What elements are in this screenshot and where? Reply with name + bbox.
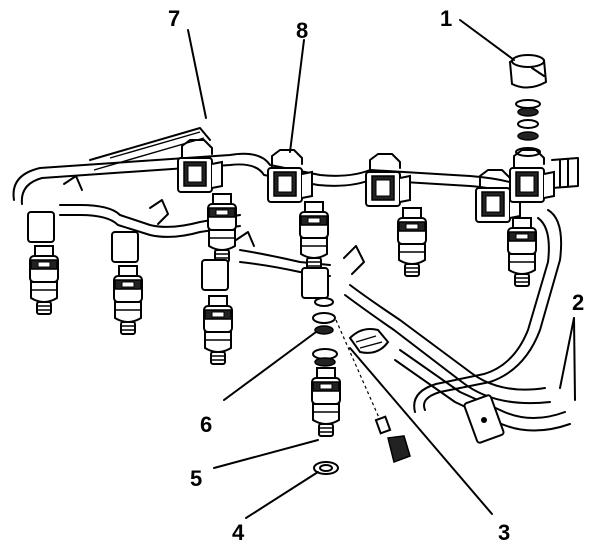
callout-5: 5 — [190, 466, 202, 491]
callout-4: 4 — [232, 520, 245, 545]
lower-injector-brackets — [27, 175, 255, 291]
leader-lines — [187, 19, 576, 519]
fuel-injector-group — [29, 193, 537, 365]
callout-labels: 1 2 3 4 5 6 7 8 — [168, 6, 584, 545]
callout-2: 2 — [572, 290, 584, 315]
callout-1: 1 — [440, 6, 452, 31]
callout-8: 8 — [296, 18, 308, 43]
callout-7: 7 — [168, 6, 180, 31]
exploded-injector-parts — [301, 245, 411, 475]
callout-3: 3 — [498, 520, 510, 545]
fuel-rail — [12, 127, 571, 444]
callout-6: 6 — [200, 412, 212, 437]
pressure-regulator-assembly — [508, 54, 579, 189]
